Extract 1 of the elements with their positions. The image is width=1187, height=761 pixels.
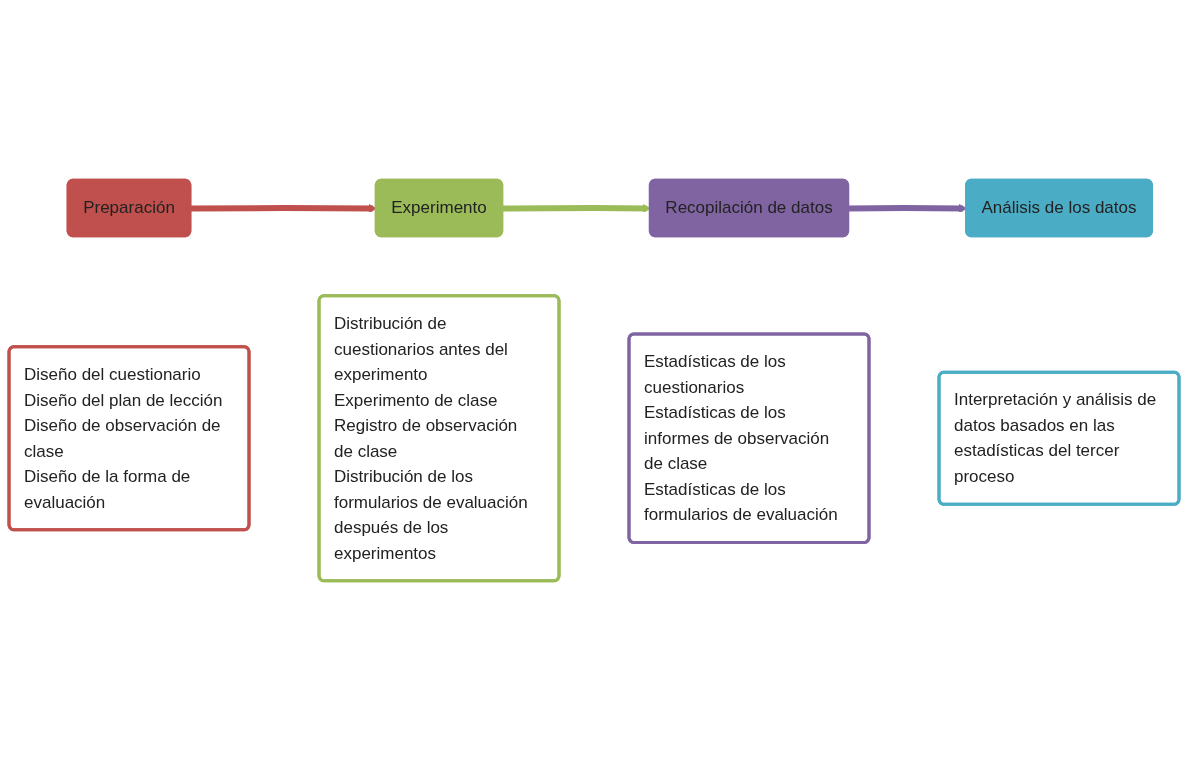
arrow <box>847 204 967 213</box>
